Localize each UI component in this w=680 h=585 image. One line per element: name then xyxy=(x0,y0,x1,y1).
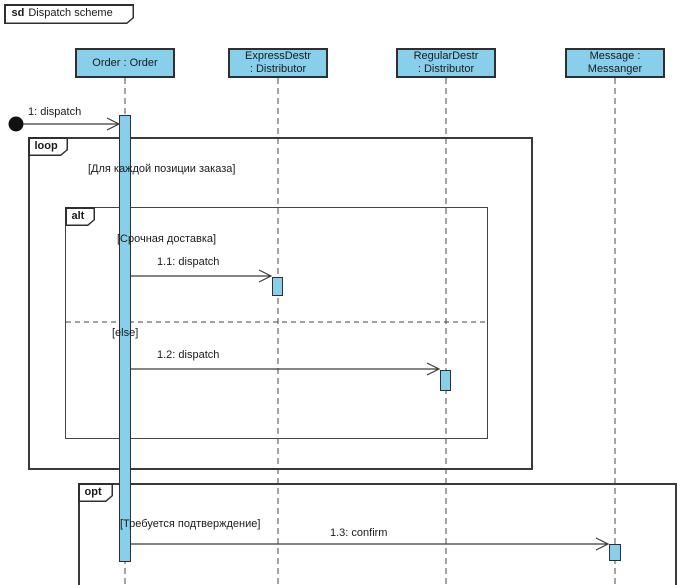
fragment-alt[interactable] xyxy=(65,207,488,439)
message-1-1-label: 1.1: dispatch xyxy=(157,256,220,268)
loop-guard-label: [Для каждой позиции заказа] xyxy=(88,163,236,175)
fragment-alt-operator-tab: alt xyxy=(65,207,95,226)
fragment-loop-operator-tab: loop xyxy=(28,137,68,156)
lifeline-header-express-line1: ExpressDestr xyxy=(244,50,312,62)
lifeline-header-message-line2: Messanger xyxy=(587,63,643,75)
fragment-alt-operator: alt xyxy=(71,209,85,222)
lifeline-header-regular-line2: : Distributor xyxy=(417,63,475,75)
message-1-label: 1: dispatch xyxy=(28,106,82,118)
message-1-2-label: 1.2: dispatch xyxy=(157,349,220,361)
found-message-endpoint[interactable] xyxy=(8,116,24,132)
diagram-title-keyword: sd xyxy=(11,6,25,19)
lifeline-header-message[interactable]: Message :Messanger xyxy=(565,48,665,78)
lifeline-header-express[interactable]: ExpressDestr: Distributor xyxy=(228,48,328,78)
activation-regular[interactable] xyxy=(440,370,451,391)
message-1-3-label: 1.3: confirm xyxy=(330,527,388,539)
fragment-opt-operator: opt xyxy=(84,485,102,498)
fragment-loop[interactable] xyxy=(28,137,533,470)
fragment-opt-operator-tab: opt xyxy=(78,483,113,502)
fragment-loop-operator: loop xyxy=(34,139,58,152)
message-1-arrowhead-icon xyxy=(106,117,121,131)
activation-message[interactable] xyxy=(609,544,621,561)
lifeline-header-regular[interactable]: RegularDestr: Distributor xyxy=(396,48,496,78)
alt-guard-if-label: [Срочная доставка] xyxy=(117,233,217,245)
activation-order[interactable] xyxy=(119,115,131,562)
lifeline-header-express-line2: : Distributor xyxy=(249,63,307,75)
fragment-opt[interactable] xyxy=(78,483,677,585)
lifeline-header-order-line1: Order : Order xyxy=(92,56,158,69)
activation-express[interactable] xyxy=(272,277,283,296)
lifeline-header-order[interactable]: Order : Order xyxy=(75,48,175,78)
opt-guard-label: [Требуется подтверждение] xyxy=(120,518,261,530)
lifeline-header-regular-line1: RegularDestr xyxy=(413,50,479,62)
alt-guard-else-label: [else] xyxy=(112,327,139,339)
lifeline-header-message-line1: Message : xyxy=(589,50,641,62)
